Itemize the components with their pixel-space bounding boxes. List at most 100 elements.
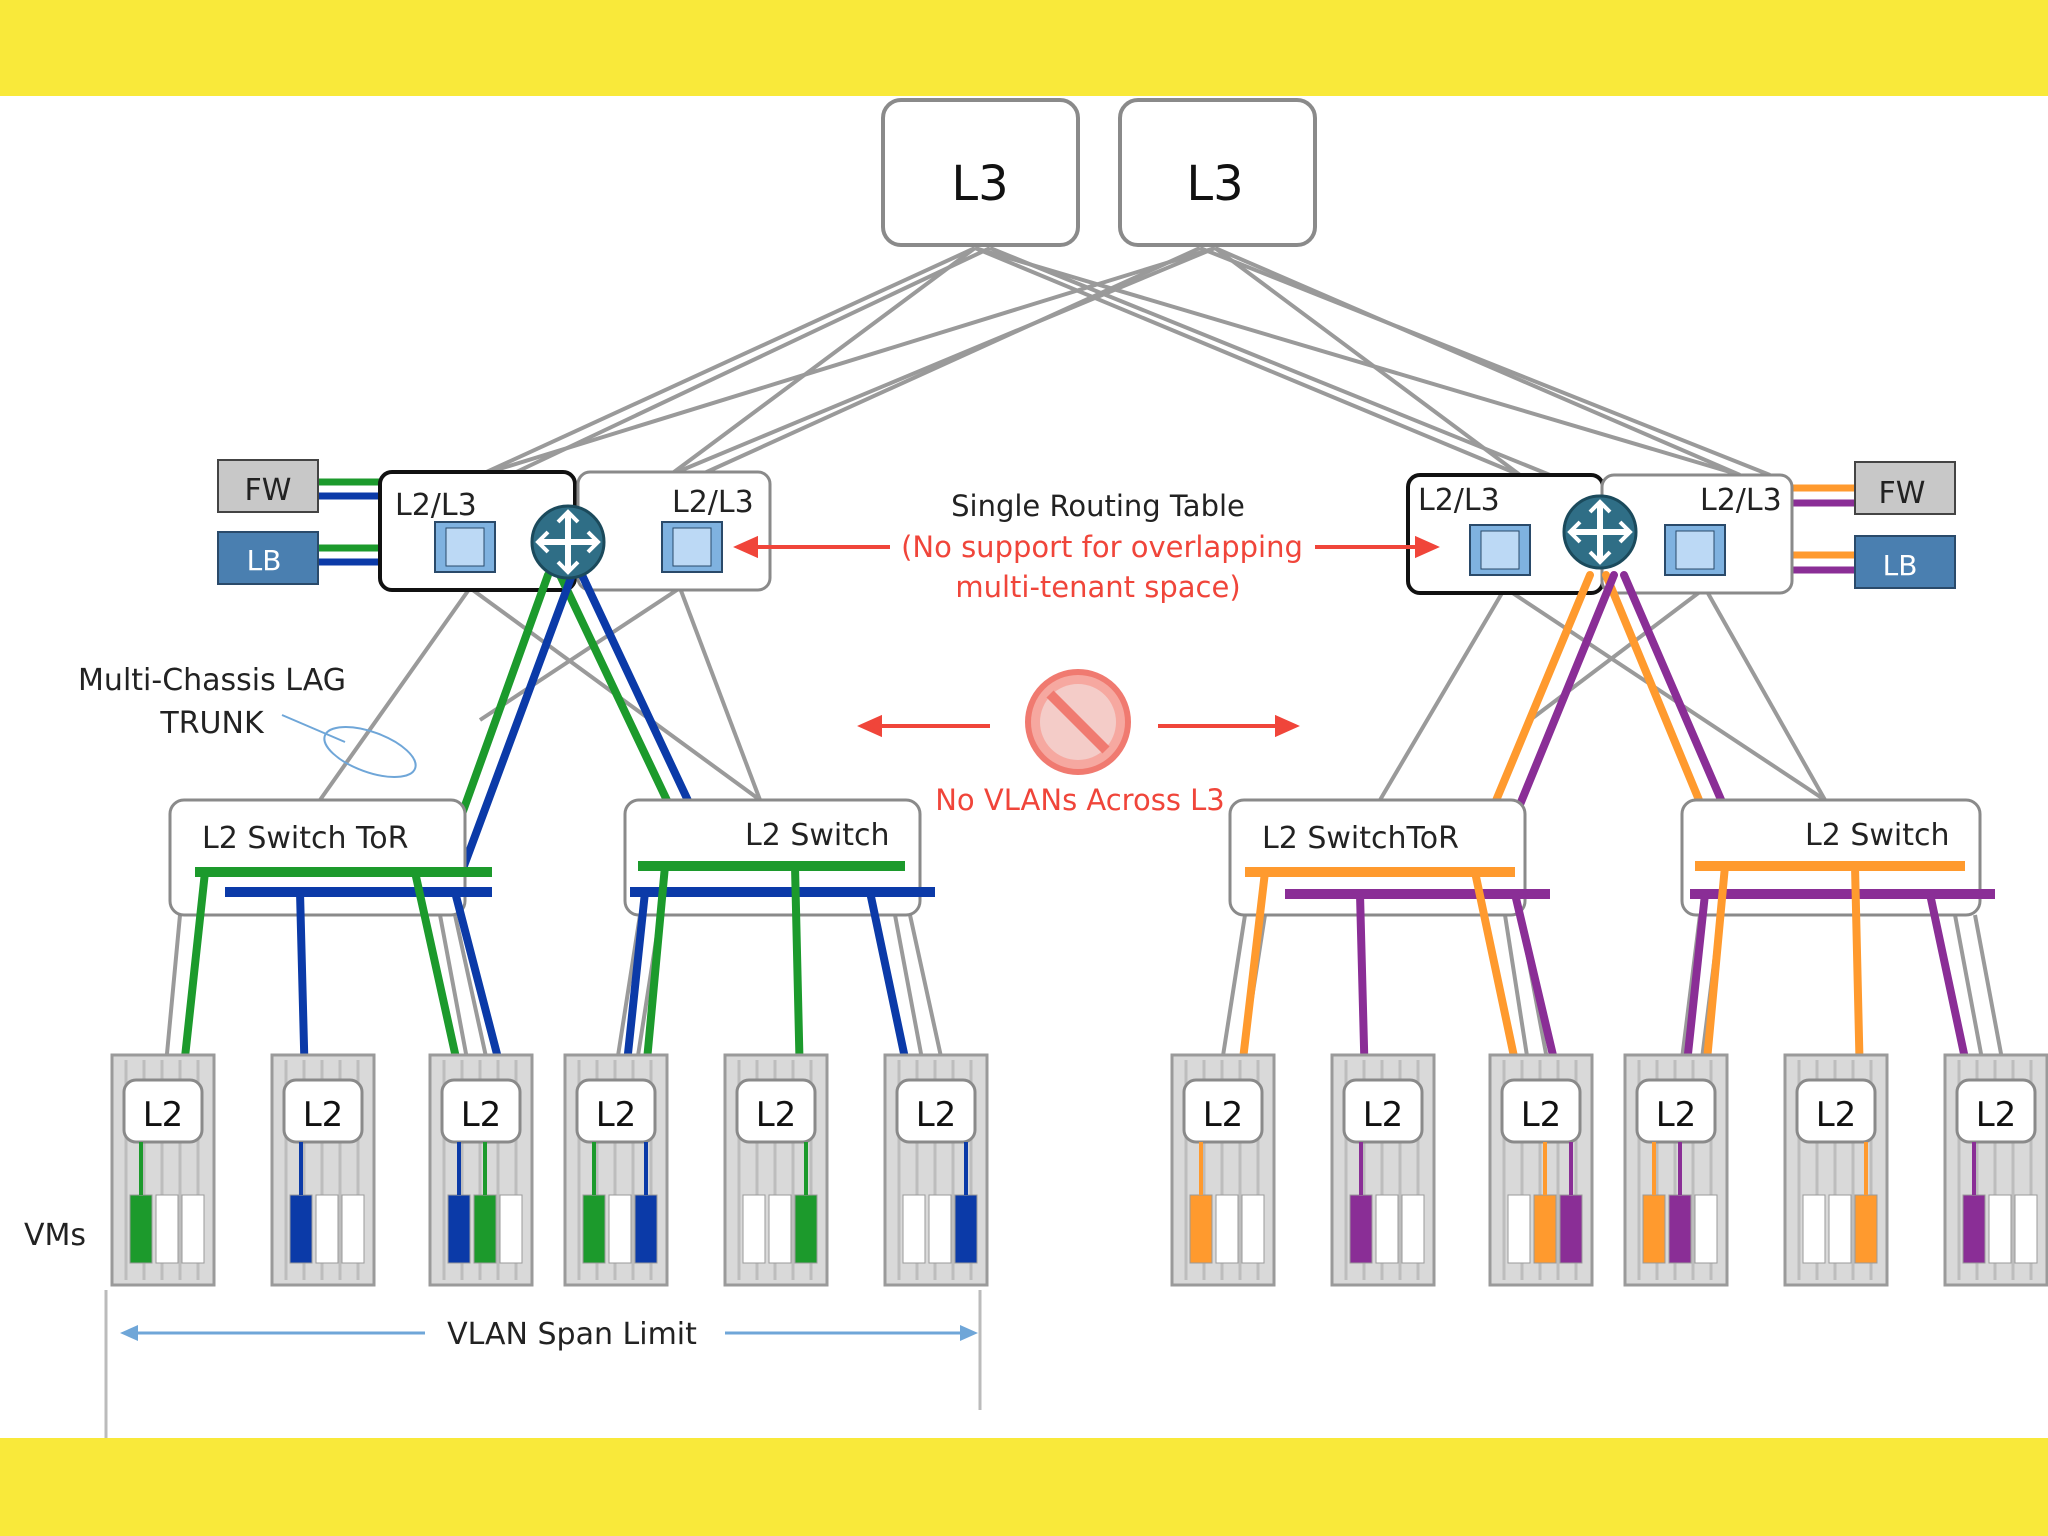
server-label: L2: [1976, 1095, 2017, 1135]
l2-server-box: L2: [1500, 1078, 1582, 1144]
vm-slot: [2014, 1194, 2038, 1264]
l2-server-box: L2: [1635, 1078, 1717, 1144]
fw-label: FW: [1879, 476, 1926, 511]
vm-slot: [902, 1194, 926, 1264]
l2-server-box: L2: [895, 1078, 977, 1144]
vm-slot: [1241, 1194, 1265, 1264]
mclag-ellipse: [323, 726, 417, 778]
agg-label: L2/L3: [1418, 483, 1500, 518]
load-balancer-left: LB: [217, 531, 319, 585]
server-rack: L2: [110, 1053, 216, 1287]
core-router-1: L3: [881, 98, 1080, 247]
vms-label: VMs: [24, 1218, 86, 1253]
server-rack: L2: [1943, 1053, 2048, 1287]
server-label: L2: [916, 1095, 957, 1135]
agg-label: L2/L3: [672, 485, 754, 520]
vm-slot: [181, 1194, 205, 1264]
l2-server-box: L2: [575, 1078, 657, 1144]
server-label: L2: [1656, 1095, 1697, 1135]
mclag-line1: Multi-Chassis LAG: [78, 663, 346, 698]
server-rack: L2: [428, 1053, 534, 1287]
vm-slot: [582, 1194, 606, 1264]
mclag-line2: TRUNK: [159, 706, 265, 741]
chip-icon: [1664, 524, 1726, 576]
router-icon: [1562, 494, 1638, 570]
vm-slot: [794, 1194, 818, 1264]
vm-slot: [1533, 1194, 1557, 1264]
vm-slot: [289, 1194, 313, 1264]
vm-slot: [1215, 1194, 1239, 1264]
vm-slot: [155, 1194, 179, 1264]
vlan-span-label: VLAN Span Limit: [447, 1317, 697, 1352]
vm-slot: [634, 1194, 658, 1264]
vm-slot: [768, 1194, 792, 1264]
server-label: L2: [1521, 1095, 1562, 1135]
mclag-pointer: [281, 714, 346, 743]
routing-note-line2: multi-tenant space): [955, 570, 1240, 604]
l2-server-box: L2: [282, 1078, 364, 1144]
server-rack: L2: [1170, 1053, 1276, 1287]
firewall-left: FW: [217, 459, 319, 513]
server-label: L2: [1816, 1095, 1857, 1135]
chip-icon: [434, 521, 496, 573]
server-label: L2: [756, 1095, 797, 1135]
vm-slot: [341, 1194, 365, 1264]
aggregation-left-a: L2/L3: [378, 470, 577, 592]
vm-slot: [1828, 1194, 1852, 1264]
agg-label: L2/L3: [395, 488, 477, 523]
agg-label: L2/L3: [1700, 483, 1782, 518]
server-label: L2: [596, 1095, 637, 1135]
firewall-right: FW: [1854, 461, 1956, 515]
vm-slot: [1642, 1194, 1666, 1264]
vm-slot: [1802, 1194, 1826, 1264]
server-rack: L2: [1623, 1053, 1729, 1287]
vm-slot: [447, 1194, 471, 1264]
core-label: L3: [951, 156, 1008, 212]
vm-slot: [129, 1194, 153, 1264]
fw-label: FW: [245, 473, 292, 508]
vm-slot: [1375, 1194, 1399, 1264]
vm-slot: [1962, 1194, 1986, 1264]
l2-server-box: L2: [735, 1078, 817, 1144]
service-links: [318, 478, 1855, 574]
vm-slot: [473, 1194, 497, 1264]
server-label: L2: [461, 1095, 502, 1135]
aggregation-left-b: L2/L3: [576, 470, 772, 592]
tor-switch-left: L2 Switch ToR: [168, 798, 467, 917]
vm-slot: [1694, 1194, 1718, 1264]
vm-slot: [608, 1194, 632, 1264]
router-icon: [530, 504, 606, 580]
vm-slot: [1401, 1194, 1425, 1264]
vm-slot: [954, 1194, 978, 1264]
l2-server-box: L2: [1182, 1078, 1264, 1144]
server-rack: L2: [883, 1053, 989, 1287]
vm-slot: [1507, 1194, 1531, 1264]
switch-bus-bars: [195, 861, 1995, 899]
switch-label: L2 Switch: [1805, 818, 1950, 853]
gray-links: [163, 246, 2007, 1076]
server-label: L2: [143, 1095, 184, 1135]
routing-note-line1: (No support for overlapping: [901, 530, 1303, 564]
server-rack: L2: [563, 1053, 669, 1287]
load-balancer-right: LB: [1854, 535, 1956, 589]
l2-server-box: L2: [1955, 1078, 2037, 1144]
server-label: L2: [303, 1095, 344, 1135]
server-rack: L2: [1783, 1053, 1889, 1287]
vm-slot: [928, 1194, 952, 1264]
l2-server-box: L2: [440, 1078, 522, 1144]
server-label: L2: [1203, 1095, 1244, 1135]
server-drops: [178, 862, 1974, 1089]
server-rack: L2: [270, 1053, 376, 1287]
tor-label: L2 SwitchToR: [1262, 821, 1459, 856]
l2-switch-right: L2 Switch: [1680, 798, 1982, 917]
tor-switch-right: L2 SwitchToR: [1228, 798, 1527, 917]
aggregation-right-a: L2/L3: [1406, 473, 1605, 595]
lb-label: LB: [1883, 549, 1918, 582]
routing-title: Single Routing Table: [951, 489, 1245, 523]
vlan-span-limit: VLAN Span Limit: [104, 1290, 982, 1438]
no-vlans-label: No VLANs Across L3: [935, 783, 1225, 817]
lb-label: LB: [247, 544, 282, 577]
vm-slot: [315, 1194, 339, 1264]
prohibited-icon: [1025, 669, 1131, 775]
